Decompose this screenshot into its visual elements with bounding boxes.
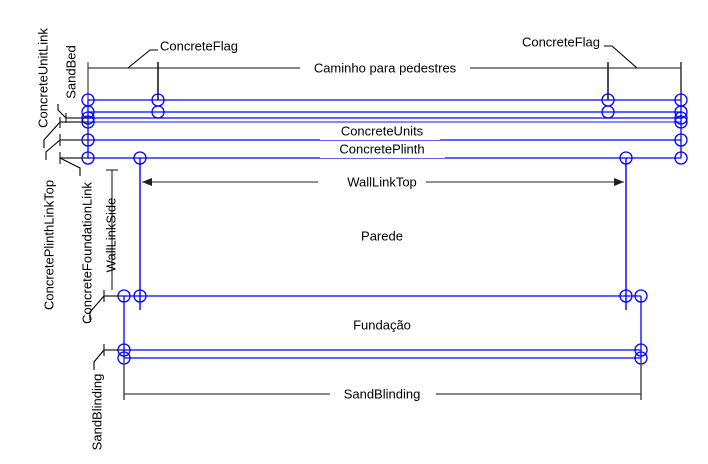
concrete-units-label-mask	[320, 124, 440, 140]
node-circle	[619, 289, 633, 303]
label-concrete-units: ConcreteUnits	[341, 123, 424, 138]
node-circle	[674, 115, 688, 129]
node-circle	[151, 105, 165, 119]
node-circle	[674, 133, 688, 147]
rotated-labels: ConcreteUnitLink SandBed ConcretePlinthL…	[35, 28, 118, 451]
fundacao-label-mask	[340, 317, 426, 335]
inline-layer-labels: ConcreteUnits ConcretePlinth	[320, 123, 445, 158]
leader-wall-link-side	[89, 295, 105, 320]
wall-link-top-label-mask	[318, 173, 426, 191]
concrete-flag-right-leader	[604, 45, 638, 69]
node-circle	[634, 343, 648, 357]
leader-sand-blinding-side	[93, 349, 105, 370]
paving-node-circles-flag-right	[601, 93, 615, 119]
wall-outline	[133, 151, 633, 296]
node-circle	[634, 289, 648, 303]
node-circle	[619, 151, 633, 165]
node-circle	[133, 151, 147, 165]
label-caminho-para-pedestres: Caminho para pedestres	[314, 60, 457, 75]
label-concrete-unit-link: ConcreteUnitLink	[35, 28, 50, 128]
left-leader-lines	[43, 104, 105, 370]
leader-sand-bed	[57, 104, 67, 119]
leader-concrete-foundation-link	[59, 157, 81, 176]
node-circle	[674, 105, 688, 119]
label-wall-link-side: WallLinkSide	[103, 198, 118, 273]
paving-node-circles-right	[674, 93, 688, 165]
label-sand-bed: SandBed	[63, 45, 78, 99]
left-dimension-brackets	[59, 113, 124, 356]
fundacao-label-group: Fundação	[340, 317, 426, 335]
label-sand-blinding-bottom: SandBlinding	[344, 386, 421, 401]
arrow-left-icon	[142, 178, 152, 186]
node-circle	[601, 105, 615, 119]
sand-blinding-label-mask	[330, 385, 436, 403]
label-concrete-plinth: ConcretePlinth	[339, 141, 424, 156]
label-concrete-plinth-link-top: ConcretePlinthLinkTop	[41, 180, 56, 310]
foundation-outline	[117, 289, 648, 365]
label-concrete-foundation-link: ConcreteFoundationLink	[79, 182, 94, 324]
node-circle	[674, 151, 688, 165]
top-dimension-group: Caminho para pedestres	[87, 59, 682, 100]
concrete-flag-left-leader-group: ConcreteFlag	[127, 38, 238, 69]
label-wall-link-top: WallLinkTop	[347, 174, 417, 189]
wall-link-top-dimension-group: WallLinkTop	[142, 173, 624, 191]
concrete-flag-left-leader	[127, 49, 158, 69]
label-sand-blinding-side: SandBlinding	[89, 374, 104, 451]
top-dimension-label-mask	[300, 59, 470, 77]
label-concrete-flag-right: ConcreteFlag	[522, 34, 600, 49]
arrow-right-icon	[614, 178, 624, 186]
node-circle	[674, 111, 688, 125]
label-fundacao: Fundação	[353, 317, 411, 332]
leader-concrete-plinth-link-top	[45, 139, 61, 160]
leader-concrete-unit-link	[43, 121, 61, 148]
sand-blinding-dimension-group: SandBlinding	[123, 358, 642, 403]
wall-link-side-dimension-group	[106, 169, 118, 290]
label-concrete-flag-left: ConcreteFlag	[160, 38, 238, 53]
concrete-flag-right-leader-group: ConcreteFlag	[522, 34, 638, 69]
paving-node-circles-flag-left	[151, 93, 165, 119]
node-circle	[133, 289, 147, 303]
concrete-plinth-label-mask	[320, 142, 445, 158]
label-parede: Parede	[361, 228, 403, 243]
